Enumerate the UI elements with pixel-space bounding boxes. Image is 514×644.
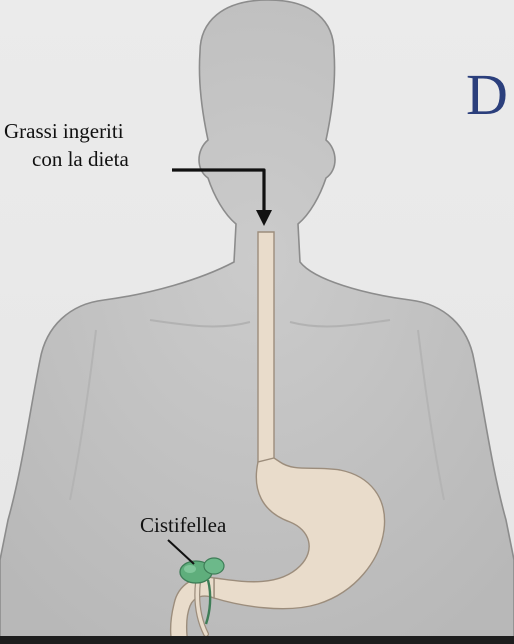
slide-heading-fragment: D: [466, 60, 508, 130]
label-ingested-fat-line1: Grassi ingeriti: [4, 118, 124, 144]
label-ingested-fat-line2: con la dieta: [32, 146, 129, 172]
label-gallbladder: Cistifellea: [140, 512, 226, 538]
esophagus: [258, 232, 274, 470]
bottom-edge-bar: [0, 636, 514, 644]
